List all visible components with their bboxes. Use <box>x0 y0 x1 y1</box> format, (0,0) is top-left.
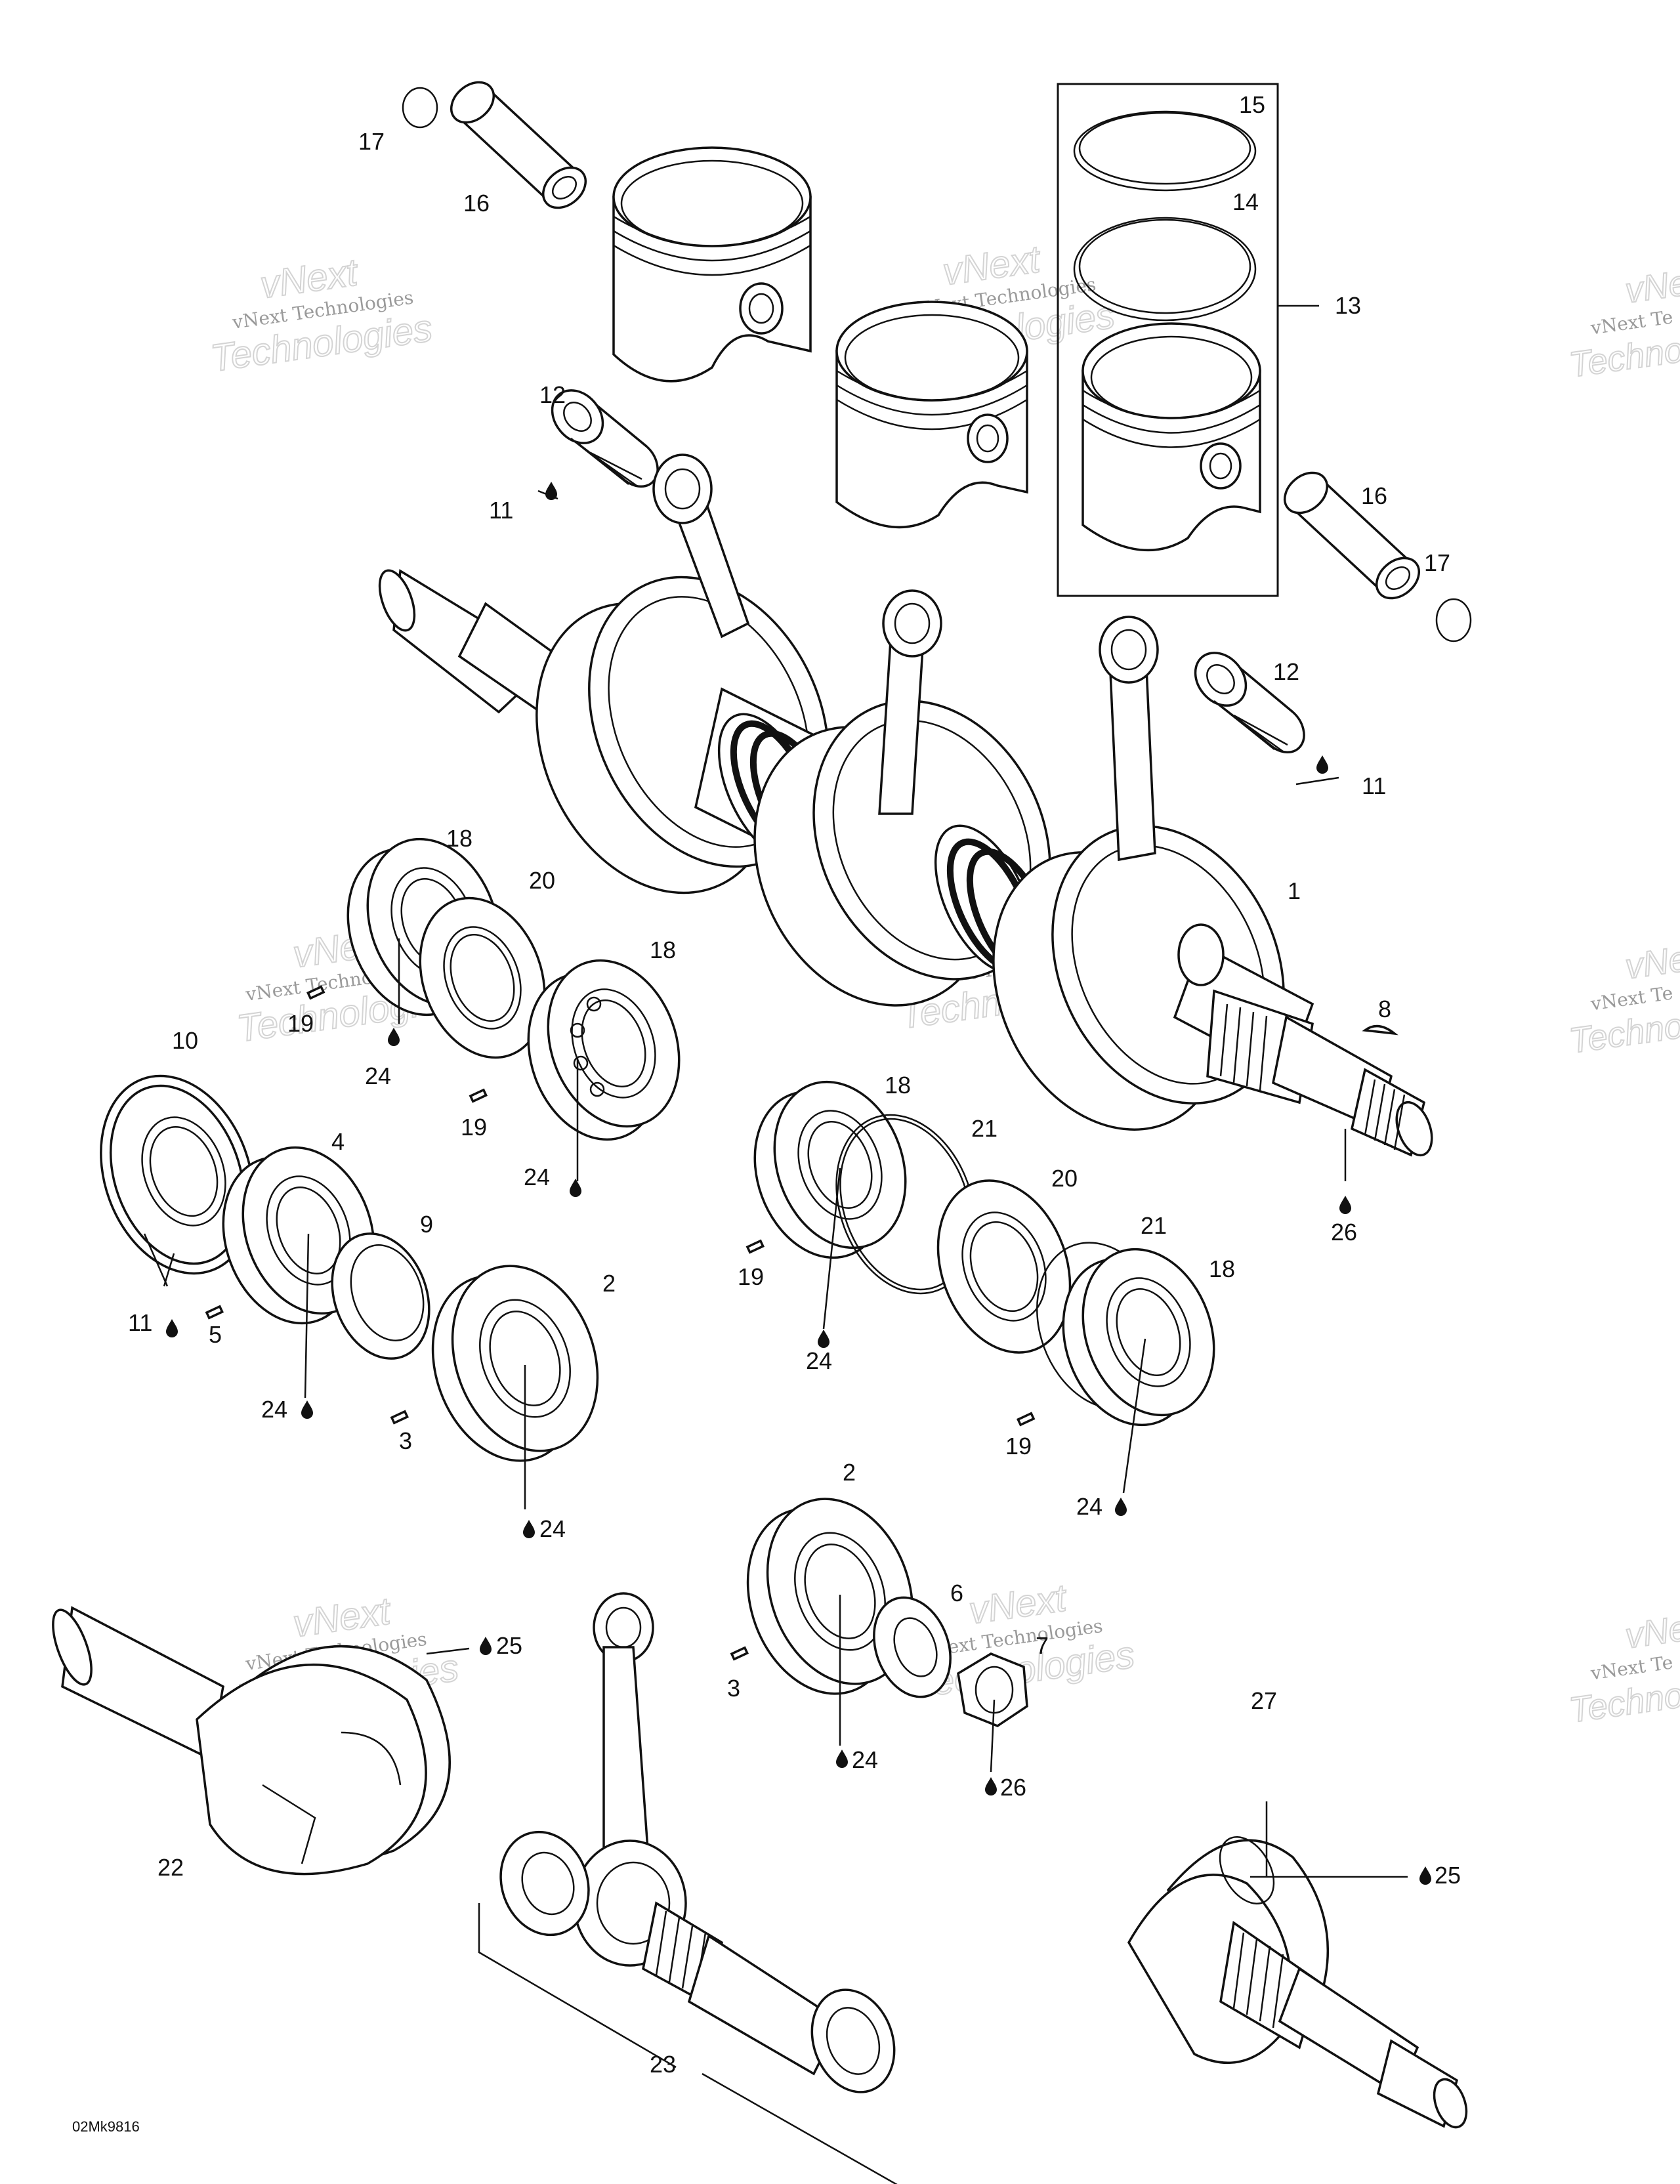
reference-code: 02Mk9816 <box>72 2118 140 2135</box>
callout-8: 8 <box>1378 996 1391 1022</box>
circlip-17-left <box>402 87 438 129</box>
callout-2-bottom: 2 <box>843 1459 856 1486</box>
oil-seal-10 <box>100 1074 255 1275</box>
callout-24-upper-left: 24 <box>365 1062 391 1089</box>
callout-19-mid-left: 19 <box>461 1114 487 1141</box>
callout-22: 22 <box>158 1854 184 1881</box>
svg-text:vNext: vNext <box>1623 1605 1680 1656</box>
callout-27: 27 <box>1251 1687 1277 1714</box>
callout-21-upper: 21 <box>971 1115 998 1142</box>
callout-11-top: 11 <box>489 497 513 524</box>
callout-9: 9 <box>420 1211 433 1238</box>
callout-26-bottom: 26 <box>1000 1774 1026 1801</box>
connecting-rod-23 <box>478 1592 898 2184</box>
spacer-ring-9 <box>331 1232 430 1360</box>
callout-6: 6 <box>950 1580 963 1606</box>
callout-19-upper-left: 19 <box>287 1010 314 1037</box>
callout-18-mid-left: 18 <box>650 936 676 963</box>
callout-16-right: 16 <box>1361 482 1387 509</box>
callout-24-bottom: 24 <box>852 1746 878 1773</box>
callout-12-left: 12 <box>539 381 566 408</box>
callout-24-lower-right: 24 <box>1076 1493 1102 1520</box>
callout-18-upper-left: 18 <box>446 825 472 852</box>
callout-24-bearing-2-left: 24 <box>539 1515 566 1542</box>
piston-center <box>835 301 1028 529</box>
svg-text:Techno: Techno <box>1567 1006 1680 1061</box>
callout-24-mid-left: 24 <box>524 1164 550 1190</box>
callout-17-right: 17 <box>1424 549 1450 576</box>
callout-11-left: 11 <box>128 1309 152 1336</box>
piston-pin-16-right <box>1284 471 1420 600</box>
callout-11-right: 11 <box>1362 772 1386 799</box>
callout-12-right: 12 <box>1273 658 1299 685</box>
callout-10: 10 <box>172 1027 198 1054</box>
callout-7: 7 <box>1036 1632 1049 1659</box>
bearing-18-mid-left <box>527 959 681 1141</box>
callout-19-center: 19 <box>738 1263 764 1290</box>
watermark-top-left: vNext vNext Technologies Technologies <box>207 250 435 381</box>
crankshaft-assembly-1 <box>378 453 1433 1157</box>
callout-17-left: 17 <box>358 128 385 155</box>
callout-24-left: 24 <box>261 1396 287 1423</box>
washer-6 <box>873 1596 952 1698</box>
oil-seal-20-upper <box>419 896 546 1059</box>
callout-18-center: 18 <box>885 1072 911 1099</box>
crankshaft-half-22 <box>52 1606 451 1876</box>
callout-15: 15 <box>1239 91 1265 118</box>
callout-14: 14 <box>1232 188 1259 215</box>
callout-19-lower-right: 19 <box>1005 1433 1032 1460</box>
piston-ring-14 <box>1073 217 1257 322</box>
woodruff-key-8 <box>1362 1024 1398 1036</box>
callout-3-left: 3 <box>399 1427 412 1454</box>
callout-labels: 1 2 2 3 3 4 5 6 7 8 9 10 11 11 11 12 12 … <box>128 91 1461 2078</box>
callout-4: 4 <box>331 1128 345 1155</box>
circlip-17-right <box>1435 598 1472 642</box>
leader-lines <box>143 490 1408 1878</box>
callout-23: 23 <box>650 2051 676 2078</box>
callout-26-right: 26 <box>1331 1219 1357 1246</box>
callout-21-lower: 21 <box>1141 1212 1167 1239</box>
crankshaft-half-27 <box>1127 1836 1468 2129</box>
callout-24-center: 24 <box>806 1347 832 1374</box>
piston-pin-16-left <box>450 81 587 209</box>
callout-18-lower-right: 18 <box>1209 1255 1235 1282</box>
piston-ring-15 <box>1073 110 1257 192</box>
svg-text:vNext: vNext <box>1623 259 1680 311</box>
svg-text:Techno: Techno <box>1567 330 1680 385</box>
watermark-right-edge-2: vNext vNext Te Techno <box>1566 934 1680 1062</box>
piston-left <box>612 146 812 383</box>
callout-25-right: 25 <box>1435 1862 1461 1889</box>
callout-16-left: 16 <box>463 190 490 217</box>
needle-bearing-12-right <box>1194 652 1305 754</box>
watermark-right-edge-3: vNext vNext Te Techno <box>1566 1604 1680 1731</box>
callout-3-bottom: 3 <box>727 1675 740 1702</box>
callout-20-upper: 20 <box>529 867 555 894</box>
piston-right <box>1082 322 1261 552</box>
callout-5: 5 <box>209 1321 222 1348</box>
callout-25-left: 25 <box>496 1632 522 1659</box>
bearing-18-lower-right <box>1036 1242 1215 1427</box>
callout-2-left: 2 <box>602 1270 616 1297</box>
bearing-2-left <box>431 1265 599 1462</box>
callout-1: 1 <box>1288 877 1301 904</box>
svg-text:vNext: vNext <box>1623 935 1680 987</box>
callout-13: 13 <box>1335 292 1361 319</box>
small-pins <box>205 985 1036 1661</box>
callout-20-lower: 20 <box>1051 1165 1078 1192</box>
piston-kit-box-13 <box>1057 83 1319 597</box>
watermark-right-edge-1: vNext vNext Te Techno <box>1566 259 1680 386</box>
snap-ring-21-upper <box>835 1114 976 1295</box>
svg-text:Techno: Techno <box>1567 1675 1680 1731</box>
